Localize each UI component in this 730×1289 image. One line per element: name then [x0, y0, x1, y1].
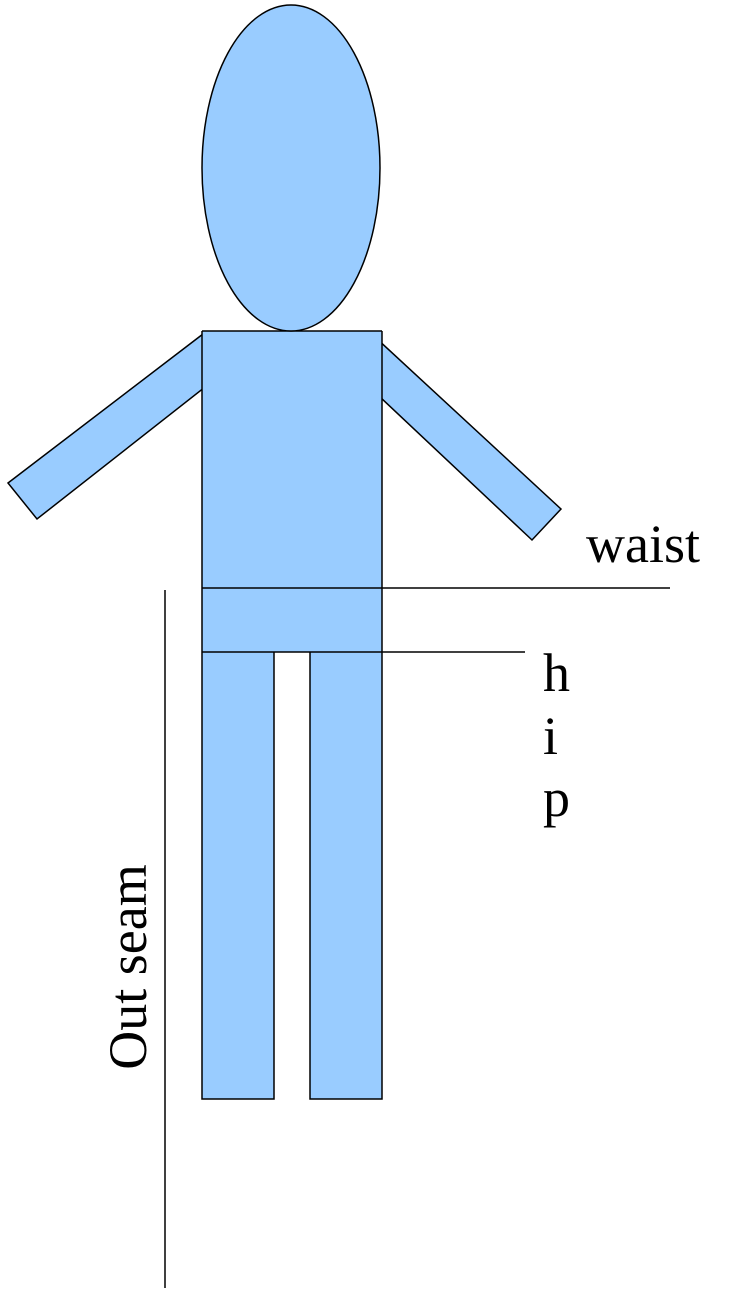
hip-label-h: h	[543, 643, 570, 703]
left-leg	[202, 652, 274, 1099]
outseam-label: Out seam	[98, 864, 158, 1069]
right-leg	[310, 652, 382, 1099]
right-leg-outline	[309, 652, 383, 1100]
head	[201, 4, 381, 332]
hip-label-i: i	[543, 706, 558, 766]
left-arm	[6, 332, 230, 521]
left-leg-outline	[201, 652, 275, 1100]
hip-label-p: p	[543, 768, 570, 828]
torso	[202, 331, 382, 652]
waist-label: waist	[586, 514, 700, 574]
